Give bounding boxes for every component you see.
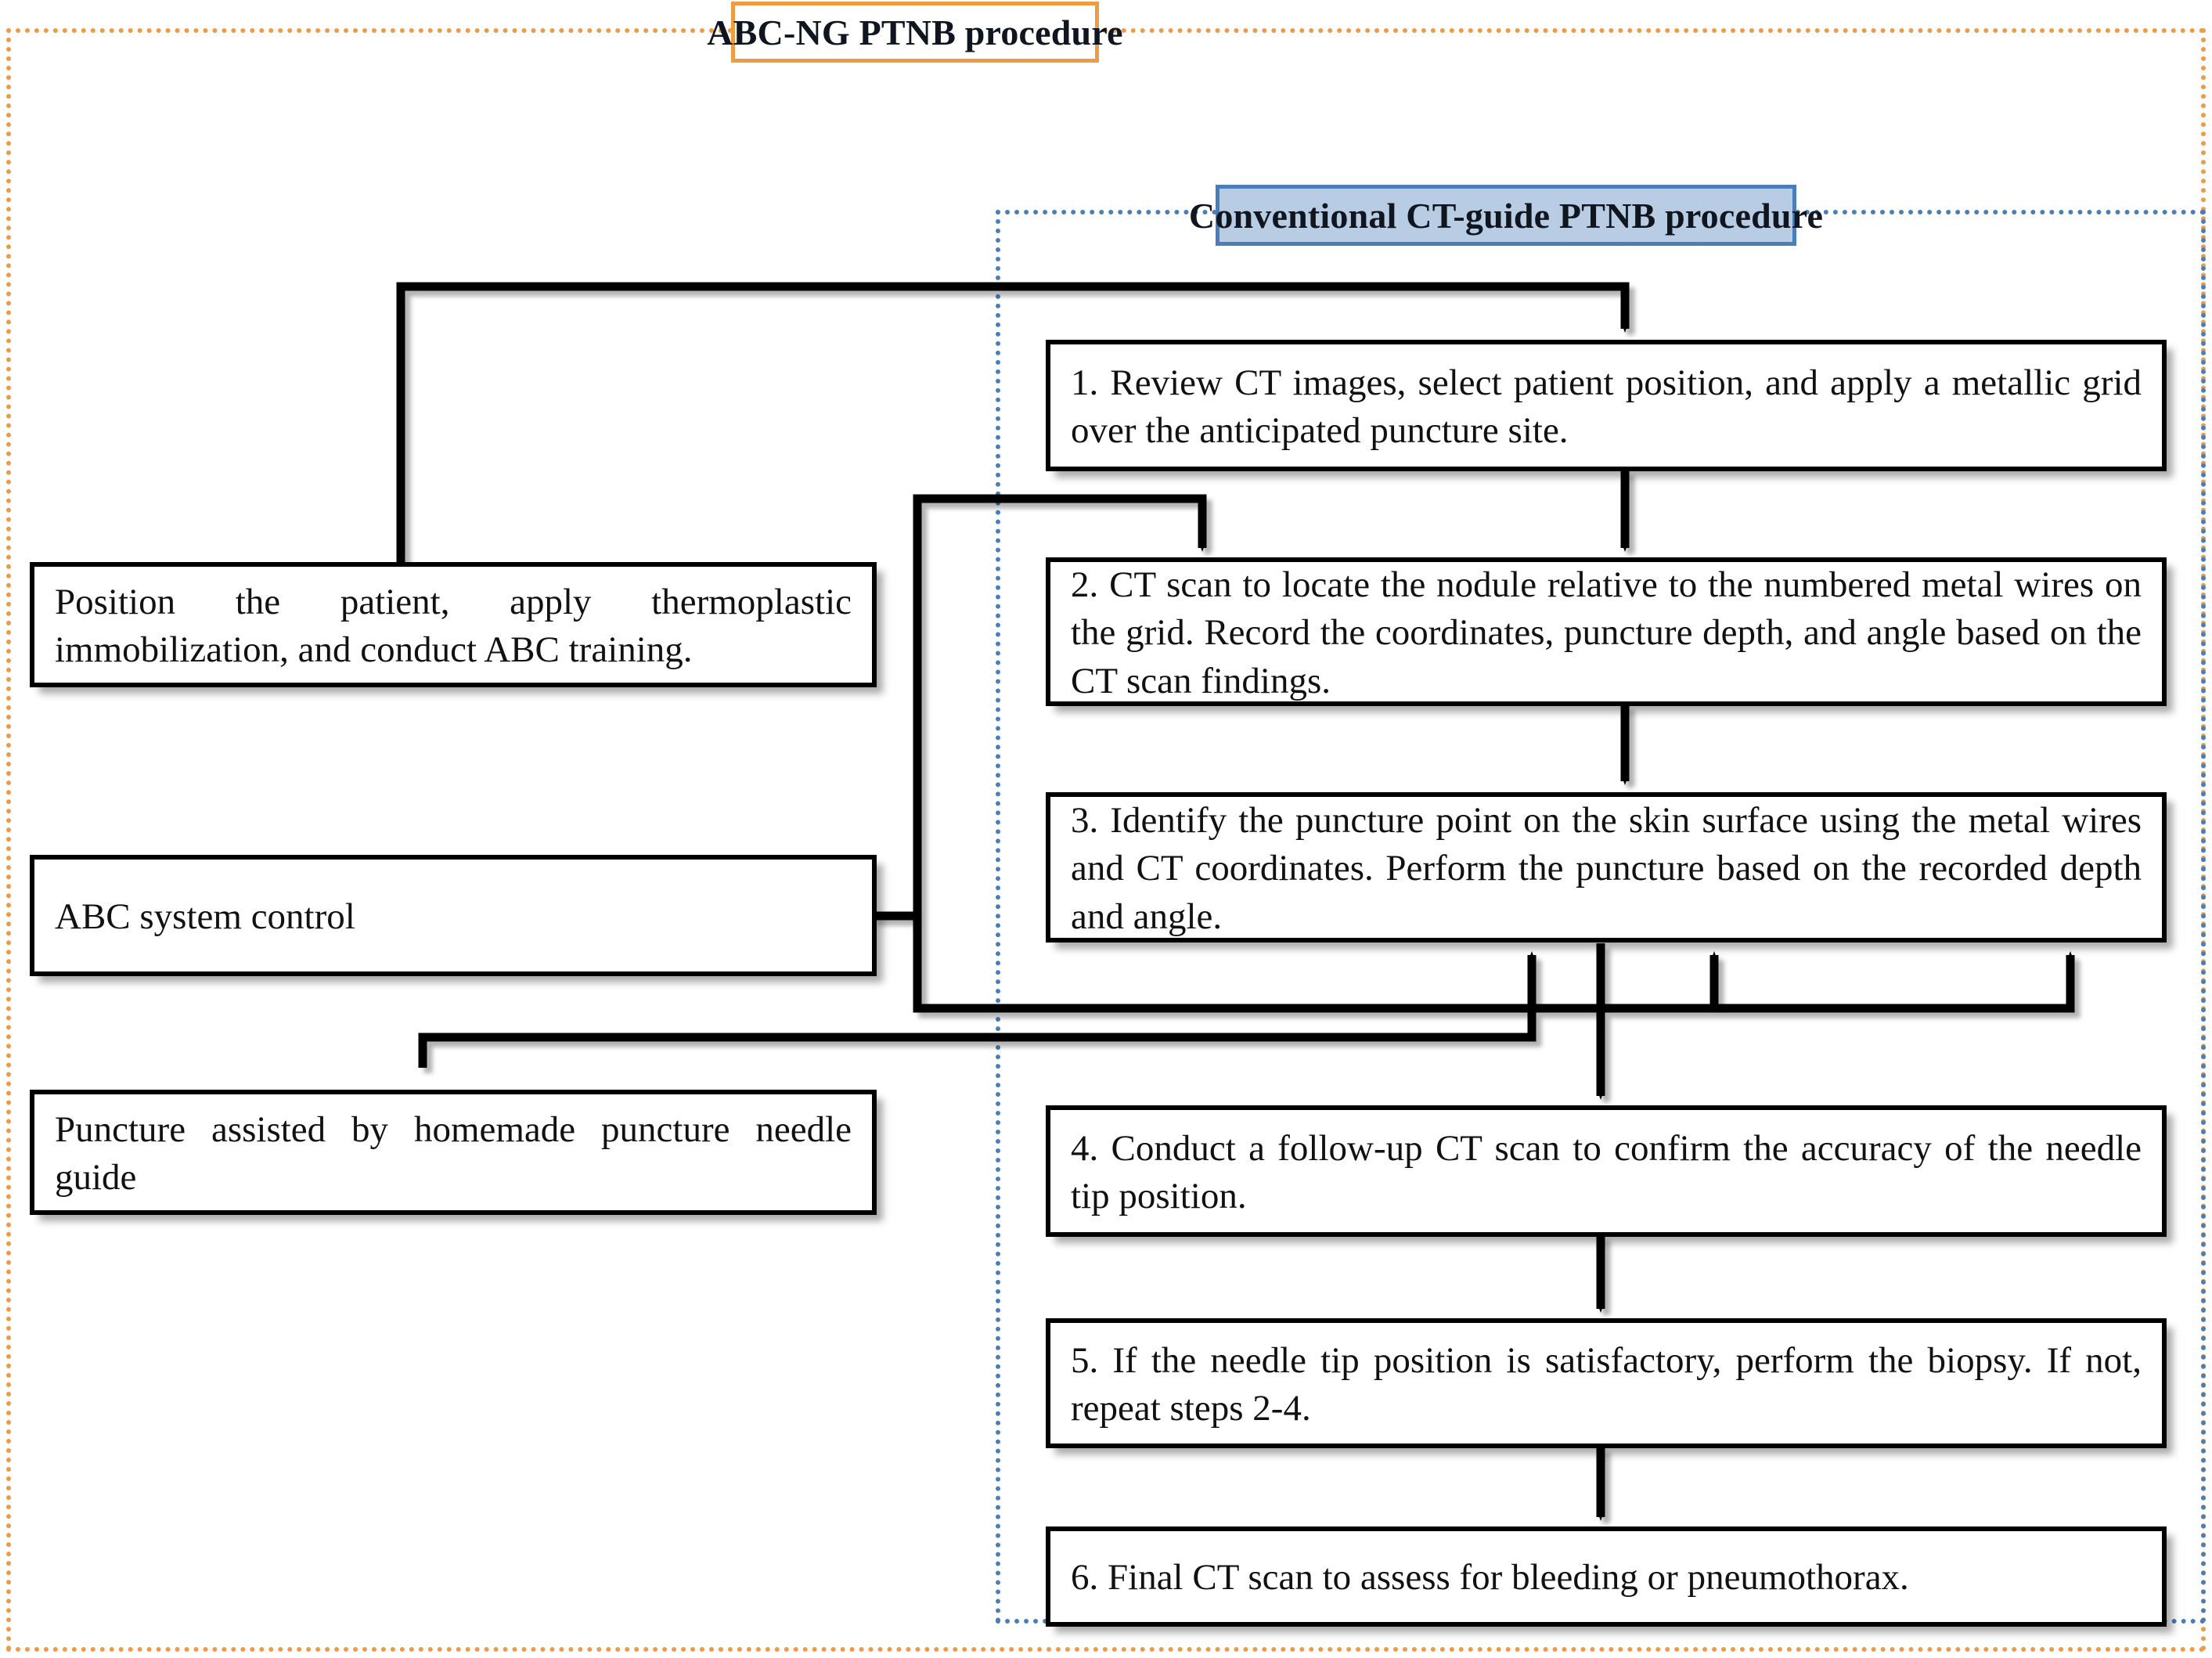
- group-title-abc-ng-label: ABC-NG PTNB procedure: [707, 12, 1123, 52]
- node-step-1-text: 1. Review CT images, select patient posi…: [1071, 362, 2142, 451]
- group-title-conventional-ct: Conventional CT-guide PTNB procedure: [1189, 185, 1823, 246]
- node-step-2[interactable]: 2. CT scan to locate the nodule relative…: [1046, 557, 2167, 706]
- node-abc-system-control[interactable]: ABC system control: [30, 855, 877, 976]
- node-step-3-text: 3. Identify the puncture point on the sk…: [1071, 800, 2142, 937]
- node-step-6[interactable]: 6. Final CT scan to assess for bleeding …: [1046, 1526, 2167, 1627]
- node-puncture-guide[interactable]: Puncture assisted by homemade puncture n…: [30, 1090, 877, 1215]
- node-step-4[interactable]: 4. Conduct a follow-up CT scan to confir…: [1046, 1105, 2167, 1237]
- node-step-1[interactable]: 1. Review CT images, select patient posi…: [1046, 340, 2167, 471]
- node-step-5-text: 5. If the needle tip position is satisfa…: [1071, 1339, 2142, 1429]
- node-position-patient[interactable]: Position the patient, apply thermoplasti…: [30, 562, 877, 687]
- node-step-4-text: 4. Conduct a follow-up CT scan to confir…: [1071, 1127, 2142, 1216]
- node-step-6-text: 6. Final CT scan to assess for bleeding …: [1071, 1557, 1909, 1599]
- group-title-conventional-ct-label: Conventional CT-guide PTNB procedure: [1188, 195, 1824, 236]
- node-step-3[interactable]: 3. Identify the puncture point on the sk…: [1046, 792, 2167, 943]
- node-abc-system-control-text: ABC system control: [55, 896, 355, 937]
- node-position-patient-text: Position the patient, apply thermoplasti…: [55, 581, 852, 670]
- node-step-2-text: 2. CT scan to locate the nodule relative…: [1071, 564, 2142, 701]
- node-step-5[interactable]: 5. If the needle tip position is satisfa…: [1046, 1318, 2167, 1448]
- node-puncture-guide-text: Puncture assisted by homemade puncture n…: [55, 1108, 852, 1198]
- group-title-abc-ng: ABC-NG PTNB procedure: [707, 2, 1123, 63]
